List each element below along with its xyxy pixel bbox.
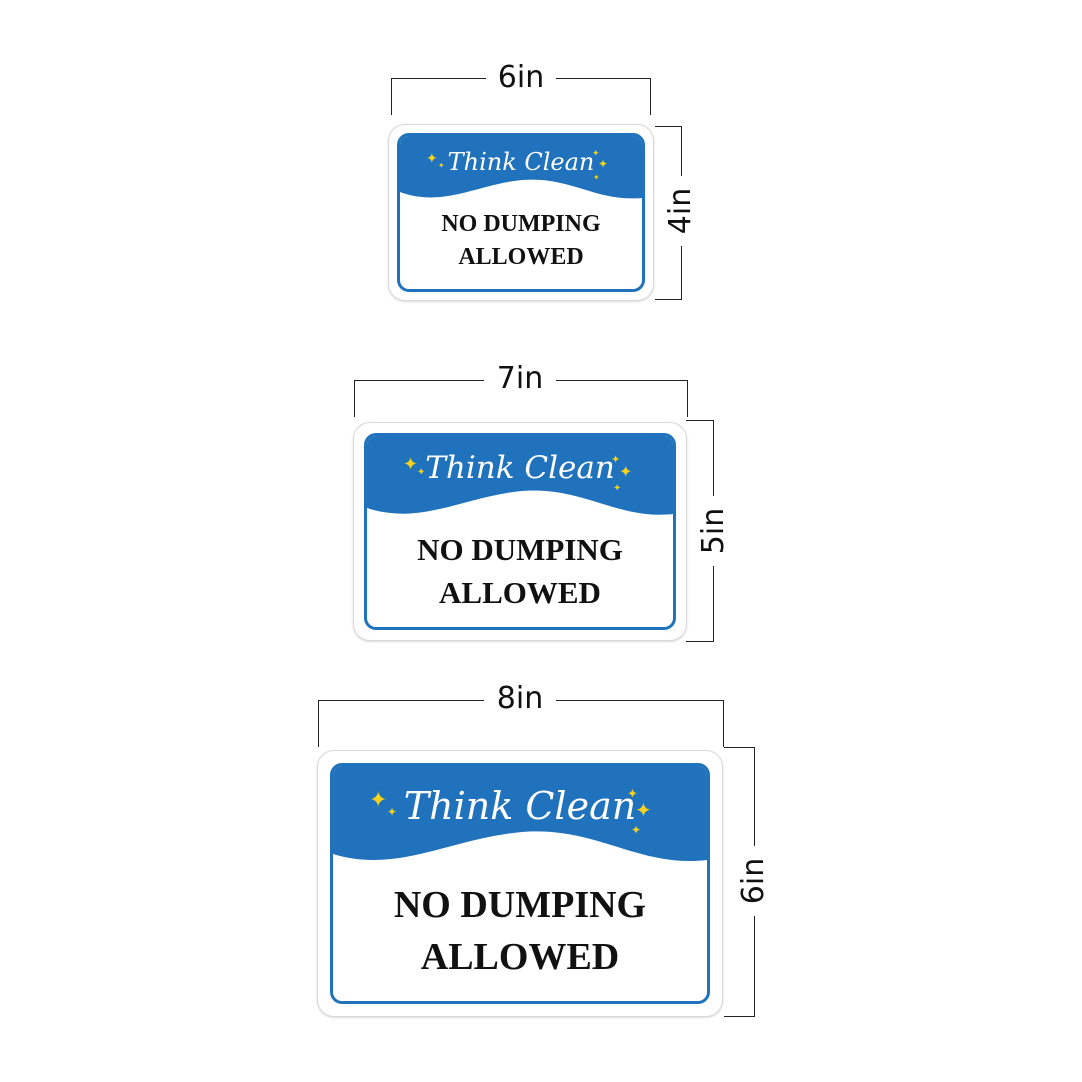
sparkle-icon: ✦ <box>631 823 642 837</box>
width-label: 6in <box>486 63 556 93</box>
sign-message-line1: NO DUMPING <box>441 211 601 237</box>
sparkle-icon: ✦ <box>426 151 438 167</box>
sign-message-line2: ALLOWED <box>458 244 584 270</box>
sign-large: Think Clean ✦ ✦ ✦ ✦ ✦ NO DUMPING ALLOWED <box>318 751 722 1016</box>
sign-medium: Think Clean ✦ ✦ ✦ ✦ ✦ NO DUMPING ALLOWED <box>354 423 686 640</box>
height-bracket <box>686 420 714 642</box>
sign-border: Think Clean ✦ ✦ ✦ ✦ ✦ NO DUMPING ALLOWED <box>364 433 676 630</box>
tagline: Think Clean <box>403 784 637 828</box>
width-label: 8in <box>484 684 556 714</box>
tagline: Think Clean <box>447 148 595 176</box>
sparkle-icon: ✦ <box>369 788 388 813</box>
sparkle-icon: ✦ <box>613 483 622 494</box>
sign-message-line1: NO DUMPING <box>417 532 623 567</box>
width-label: 7in <box>484 364 556 394</box>
tagline: Think Clean <box>425 450 615 486</box>
width-bracket <box>318 700 724 747</box>
sparkle-icon: ✦ <box>417 467 426 478</box>
sparkle-icon: ✦ <box>611 453 621 466</box>
blue-wave-header <box>400 136 642 199</box>
sparkle-icon: ✦ <box>598 157 609 171</box>
height-label: 5in <box>696 496 731 566</box>
sparkle-icon: ✦ <box>635 798 652 822</box>
blue-wave-header <box>333 766 707 862</box>
sign-border: Think Clean ✦ ✦ ✦ ✦ ✦ NO DUMPING ALLOWED <box>397 133 645 292</box>
width-bracket <box>391 78 651 115</box>
sign-message-line1: NO DUMPING <box>393 884 647 926</box>
sparkle-icon: ✦ <box>593 173 600 182</box>
height-bracket <box>724 747 755 1017</box>
blue-wave-header <box>367 436 673 515</box>
height-bracket <box>655 126 682 300</box>
sparkle-icon: ✦ <box>627 787 638 802</box>
width-bracket <box>354 380 688 417</box>
height-label: 4in <box>663 176 698 246</box>
sparkle-icon: ✦ <box>619 462 633 481</box>
sign-small: Think Clean ✦ ✦ ✦ ✦ ✦ NO DUMPING ALLOWED <box>389 125 653 300</box>
sparkle-icon: ✦ <box>387 805 398 819</box>
sparkle-icon: ✦ <box>403 454 419 475</box>
sign-message-line2: ALLOWED <box>420 936 620 978</box>
sign-message-line2: ALLOWED <box>439 575 601 610</box>
height-label: 6in <box>736 846 771 916</box>
sparkle-icon: ✦ <box>592 149 600 159</box>
sign-border: Think Clean ✦ ✦ ✦ ✦ ✦ NO DUMPING ALLOWED <box>330 763 710 1004</box>
sparkle-icon: ✦ <box>438 161 445 170</box>
